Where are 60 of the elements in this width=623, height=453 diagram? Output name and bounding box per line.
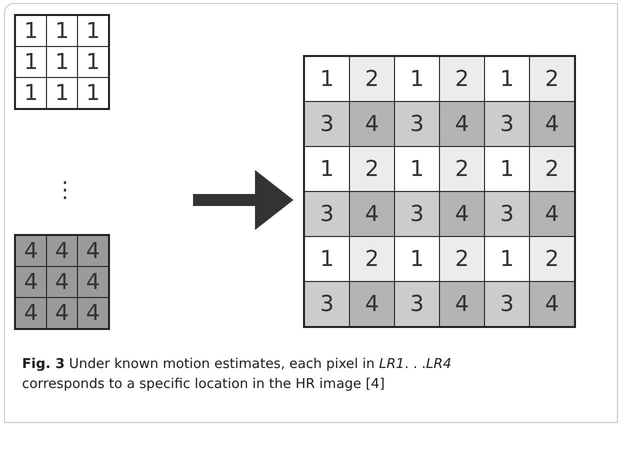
grid-cell: 4 [440, 282, 484, 326]
grid-cell: 1 [305, 237, 349, 281]
number-grid [14, 14, 110, 110]
grid-cell: 4 [350, 282, 394, 326]
grid-cell: 1 [47, 16, 77, 46]
grid-cell: 2 [530, 147, 574, 191]
grid-cell: 3 [305, 102, 349, 146]
grid-cell: 1 [485, 57, 529, 101]
grid-cell: 1 [305, 57, 349, 101]
grid-cell: 4 [440, 102, 484, 146]
grid-cell: 3 [485, 102, 529, 146]
grid-cell: 1 [78, 78, 108, 108]
grid-cell: 4 [350, 192, 394, 236]
grid-cell: 3 [395, 282, 439, 326]
grid-cell: 4 [78, 267, 108, 297]
figure-caption: Fig. 3 Under known motion estimates, each pixel in LR1. . .LR4 corresponds to a specific location in the HR image [4] [22, 355, 452, 394]
grid-cell: 4 [16, 267, 46, 297]
grid-cell: 4 [16, 298, 46, 328]
grid-cell: 3 [485, 282, 529, 326]
grid-cell: 2 [350, 147, 394, 191]
grid-cell: 4 [530, 282, 574, 326]
ellipsis-mark: ⋮ [54, 178, 76, 203]
grid-cell: 4 [78, 298, 108, 328]
grid-cell: 1 [47, 47, 77, 77]
grid-cell: 4 [350, 102, 394, 146]
grid-cell: 4 [440, 192, 484, 236]
grid-cell: 3 [395, 192, 439, 236]
grid-cell: 4 [530, 102, 574, 146]
grid-cell: 2 [350, 57, 394, 101]
grid-cell: 4 [47, 298, 77, 328]
number-grid [303, 55, 576, 328]
grid-cell: 2 [530, 237, 574, 281]
grid-cell: 1 [78, 16, 108, 46]
grid-cell: 4 [47, 267, 77, 297]
grid-cell: 2 [350, 237, 394, 281]
grid-cell: 3 [305, 192, 349, 236]
grid-cell: 1 [485, 147, 529, 191]
grid-cell: 1 [395, 147, 439, 191]
grid-cell: 2 [440, 57, 484, 101]
grid-cell: 1 [395, 237, 439, 281]
grid-cell: 1 [16, 47, 46, 77]
grid-cell: 1 [485, 237, 529, 281]
grid-cell: 4 [47, 236, 77, 266]
grid-cell: 4 [530, 192, 574, 236]
grid-cell: 2 [440, 147, 484, 191]
number-grid [14, 234, 110, 330]
grid-cell: 1 [16, 78, 46, 108]
grid-cell: 1 [78, 47, 108, 77]
grid-cell: 2 [530, 57, 574, 101]
grid-cell: 1 [305, 147, 349, 191]
grid-cell: 3 [395, 102, 439, 146]
grid-cell: 2 [440, 237, 484, 281]
grid-cell: 1 [47, 78, 77, 108]
grid-cell: 1 [16, 16, 46, 46]
grid-cell: 3 [485, 192, 529, 236]
grid-cell: 3 [305, 282, 349, 326]
grid-cell: 4 [78, 236, 108, 266]
arrow [193, 170, 294, 230]
grid-cell: 4 [16, 236, 46, 266]
grid-cell: 1 [395, 57, 439, 101]
